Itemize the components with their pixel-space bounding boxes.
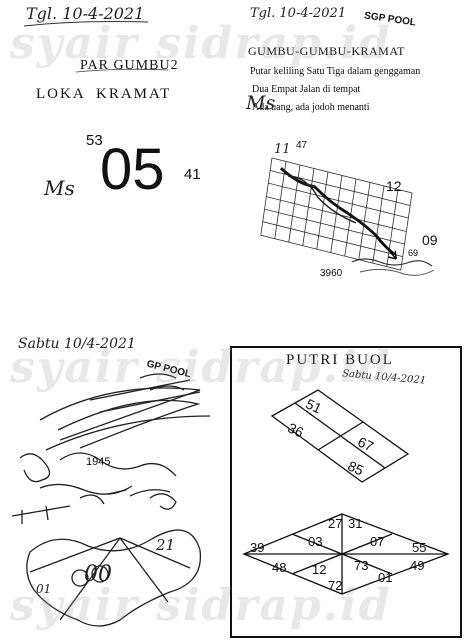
diamond-cell: 31	[348, 516, 363, 531]
date-label: Sabtu 10/4-2021	[18, 336, 136, 352]
diamond-cell: 03	[308, 534, 323, 549]
diamond-cell: 39	[250, 540, 265, 555]
number-left: 3960	[320, 268, 343, 279]
star-number-3: 01	[36, 582, 52, 596]
diamond-cell: 72	[328, 578, 343, 593]
grid-map-drawing	[260, 157, 435, 276]
number-top-left: 11	[274, 142, 291, 157]
number-middle: 1945	[86, 456, 111, 468]
watermark: syair sidrap.id	[10, 580, 392, 631]
panel-top-right: Tgl. 10-4-2021 SGP POOL GUMBU-GUMBU-KRAM…	[234, 0, 468, 320]
number-bottom: 09	[422, 232, 438, 248]
verse-line-2: Dua Empat Jalan di tempat	[252, 84, 361, 95]
number-right: 12	[386, 178, 402, 194]
number-small: 69	[408, 248, 419, 258]
watermark: syair sidrap.id	[10, 342, 392, 393]
kramat-label: KRAMAT	[96, 86, 172, 102]
square-diamond-chart	[242, 389, 450, 595]
number-main: 05	[100, 137, 165, 202]
diamond-cell: 07	[370, 534, 385, 549]
panel-title: GUMBU-GUMBU-KRAMAT	[248, 44, 406, 58]
diamond-cell: 73	[354, 558, 369, 573]
ms-signature: Ms	[246, 92, 276, 114]
date-label: Tgl. 10-4-2021	[26, 4, 145, 23]
watermark: syair sidrap.id	[10, 18, 392, 69]
loka-label: LOKA	[36, 86, 86, 102]
verse-line-3: Ada uang, ada jodoh menanti	[252, 102, 370, 113]
panel-title: PUTRI BUOL	[286, 352, 394, 368]
diamond-cell: 49	[410, 558, 425, 573]
panel-title: PAR GUMBU2	[80, 58, 179, 73]
diamond-cell: 55	[412, 540, 427, 555]
panel-bottom-left: Sabtu 10/4-2021 GP POOL 1945 21 00 01	[0, 320, 234, 640]
diamond-cell: 27	[328, 516, 343, 531]
diamond-cell: 12	[312, 562, 327, 577]
verse-line-1: Putar keliling Satu Tiga dalam genggaman	[250, 66, 421, 77]
panel-bottom-right: PUTRI BUOL Sabtu 10/4-2021 51 36 67 85 2…	[230, 346, 462, 638]
panel-top-left: Tgl. 10-4-2021 PAR GUMBU2 LOKA KRAMAT 53…	[0, 0, 234, 320]
diamond-cell: 48	[272, 560, 287, 575]
ms-signature: Ms	[44, 176, 75, 200]
date-label: Tgl. 10-4-2021	[250, 6, 347, 21]
star-number-2: 00	[84, 562, 112, 587]
number-right: 41	[184, 166, 201, 183]
date-underline	[23, 21, 169, 73]
diamond-cell: 01	[378, 570, 393, 585]
star-number-1: 21	[156, 536, 176, 554]
scribble-drawing	[11, 373, 211, 627]
number-top: 47	[296, 140, 308, 151]
number-top: 53	[86, 132, 103, 149]
